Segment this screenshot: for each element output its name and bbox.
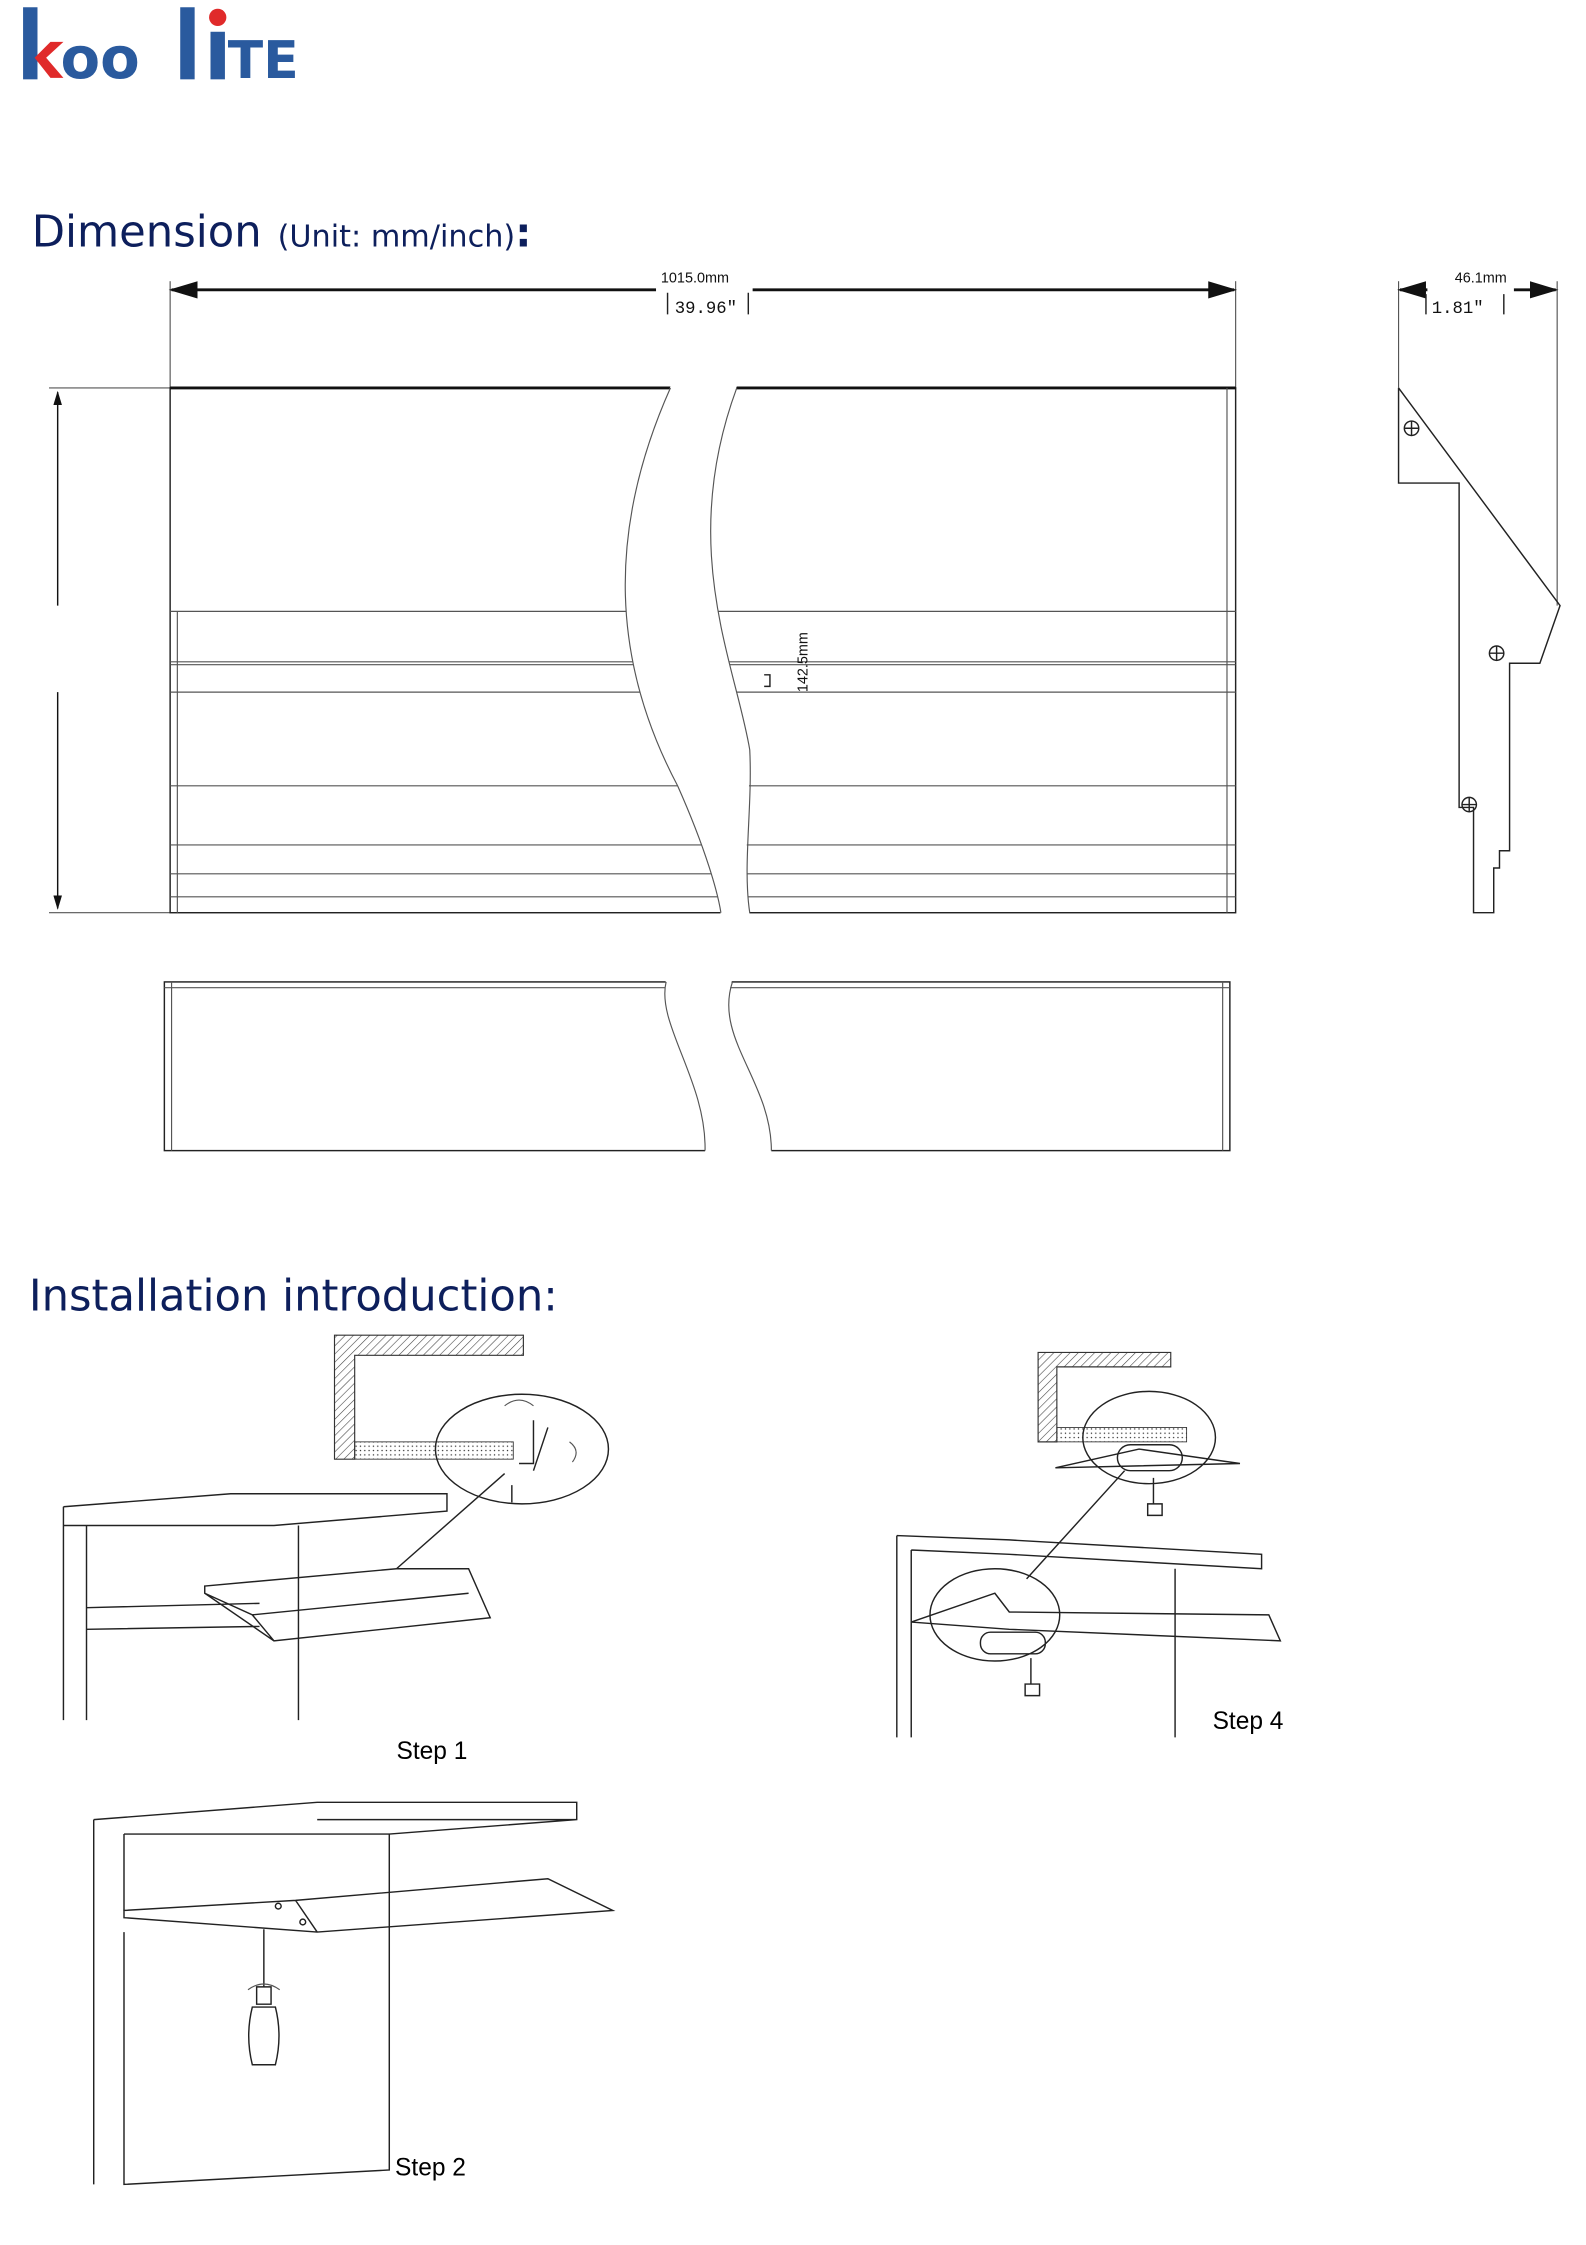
step-4-illustration: Step 4: [896, 1351, 1284, 1738]
dimension-heading: Dimension (Unit: mm/inch):: [32, 208, 532, 258]
length-inch-label: 39.96": [675, 300, 737, 319]
step-2-label: Step 2: [395, 2155, 466, 2182]
front-view-drawing: 1015.0mm 39.96" 142.5mm: [49, 271, 1238, 916]
koolite-logo: oo TE: [23, 7, 299, 92]
depth-inch-label: 1.81": [1432, 300, 1484, 319]
bottom-view-drawing: [163, 979, 1231, 1154]
depth-mm-label: 46.1mm: [1455, 271, 1507, 287]
screw-icon: [1403, 420, 1505, 813]
length-mm-label: 1015.0mm: [661, 271, 729, 287]
side-view-drawing: 46.1mm 1.81": [1397, 271, 1561, 914]
step-2-illustration: Step 2: [92, 1801, 616, 2186]
svg-text:TE: TE: [228, 31, 299, 91]
step-4-label: Step 4: [1213, 1708, 1284, 1735]
svg-text:oo: oo: [61, 24, 140, 92]
step-1-illustration: Step 1: [62, 1334, 610, 1765]
step-1-label: Step 1: [397, 1738, 468, 1765]
height-mm-label: 142.5mm: [795, 632, 811, 692]
installation-heading: Installation introduction:: [29, 1272, 558, 1322]
